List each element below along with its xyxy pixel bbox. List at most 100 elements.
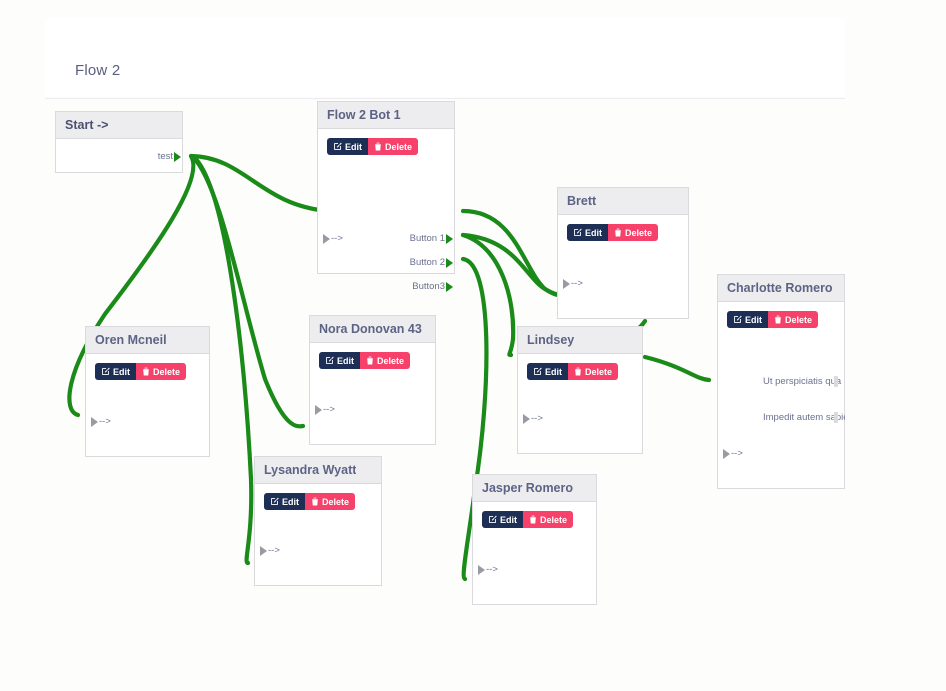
port-in-nora-0[interactable]: --> bbox=[315, 404, 335, 415]
port-out-charlotte-1[interactable]: Impedit autem sapie bbox=[763, 412, 845, 423]
node-body-lysandra: Edit Delete --> bbox=[255, 484, 381, 585]
node-title-flow2bot1: Flow 2 Bot 1 bbox=[327, 108, 401, 122]
edge-8 bbox=[642, 354, 712, 383]
node-actions-flow2bot1: Edit Delete bbox=[327, 138, 419, 155]
delete-button-label: Delete bbox=[153, 366, 181, 377]
delete-button-brett[interactable]: Delete bbox=[608, 224, 659, 241]
port-in-handle-jasper-0[interactable] bbox=[478, 565, 485, 575]
port-in-oren-0[interactable]: --> bbox=[91, 416, 111, 427]
node-title-brett: Brett bbox=[567, 194, 597, 208]
port-out-charlotte-0[interactable]: Ut perspiciatis qua bbox=[763, 376, 842, 387]
port-out-handle-flow2bot1-0[interactable] bbox=[446, 234, 453, 244]
edit-button-label: Edit bbox=[345, 141, 362, 152]
delete-button-label: Delete bbox=[322, 496, 350, 507]
node-header-lindsey: Lindsey bbox=[518, 327, 642, 354]
trash-icon bbox=[775, 315, 781, 324]
edit-button-charlotte[interactable]: Edit bbox=[727, 311, 768, 328]
port-in-handle-oren-0[interactable] bbox=[91, 417, 98, 427]
edit-button-label: Edit bbox=[585, 227, 602, 238]
port-out-handle-start-0[interactable] bbox=[174, 152, 181, 162]
edit-button-brett[interactable]: Edit bbox=[567, 224, 608, 241]
node-header-flow2bot1: Flow 2 Bot 1 bbox=[318, 102, 454, 129]
port-out-start-0[interactable]: test bbox=[158, 151, 181, 162]
port-in-brett-0[interactable]: --> bbox=[563, 278, 583, 289]
port-out-flow2bot1-1[interactable]: Button 2 bbox=[410, 257, 453, 268]
node-header-brett: Brett bbox=[558, 188, 688, 215]
port-out-flow2bot1-0[interactable]: Button 1 bbox=[410, 233, 453, 244]
port-in-lindsey-0[interactable]: --> bbox=[523, 413, 543, 424]
port-in-handle-charlotte-0[interactable] bbox=[723, 449, 730, 459]
edit-button-oren[interactable]: Edit bbox=[95, 363, 136, 380]
edge-4 bbox=[460, 208, 569, 298]
port-out-flow2bot1-2[interactable]: Button3 bbox=[412, 281, 453, 292]
edit-icon bbox=[534, 367, 542, 375]
delete-button-label: Delete bbox=[385, 141, 413, 152]
port-in-handle-nora-0[interactable] bbox=[315, 405, 322, 415]
trash-icon bbox=[375, 142, 381, 151]
edit-icon bbox=[489, 515, 497, 523]
delete-button-oren[interactable]: Delete bbox=[136, 363, 187, 380]
edge-0 bbox=[188, 153, 331, 214]
delete-button-nora[interactable]: Delete bbox=[360, 352, 411, 369]
node-start[interactable]: Start -> test bbox=[55, 111, 183, 173]
node-title-lysandra: Lysandra Wyatt bbox=[264, 463, 357, 477]
edit-button-label: Edit bbox=[545, 366, 562, 377]
delete-button-jasper[interactable]: Delete bbox=[523, 511, 574, 528]
delete-button-lysandra[interactable]: Delete bbox=[305, 493, 356, 510]
port-in-handle-lindsey-0[interactable] bbox=[523, 414, 530, 424]
trash-icon bbox=[615, 228, 621, 237]
edit-icon bbox=[102, 367, 110, 375]
port-out-handle-flow2bot1-1[interactable] bbox=[446, 258, 453, 268]
port-out-handle-flow2bot1-2[interactable] bbox=[446, 282, 453, 292]
node-body-start: test bbox=[56, 139, 182, 172]
delete-button-label: Delete bbox=[540, 514, 568, 525]
node-title-oren: Oren Mcneil bbox=[95, 333, 167, 347]
delete-button-label: Delete bbox=[585, 366, 613, 377]
edit-button-lysandra[interactable]: Edit bbox=[264, 493, 305, 510]
delete-button-label: Delete bbox=[625, 227, 653, 238]
port-out-handle-charlotte-1[interactable] bbox=[834, 412, 838, 423]
edit-button-flow2bot1[interactable]: Edit bbox=[327, 138, 368, 155]
node-title-nora: Nora Donovan 43 bbox=[319, 322, 422, 336]
trash-icon bbox=[367, 356, 373, 365]
edit-button-jasper[interactable]: Edit bbox=[482, 511, 523, 528]
port-in-lysandra-0[interactable]: --> bbox=[260, 545, 280, 556]
port-in-flow2bot1-0[interactable]: --> bbox=[323, 233, 343, 244]
delete-button-lindsey[interactable]: Delete bbox=[568, 363, 619, 380]
edit-button-lindsey[interactable]: Edit bbox=[527, 363, 568, 380]
port-out-handle-charlotte-0[interactable] bbox=[834, 376, 838, 387]
port-in-handle-flow2bot1-0[interactable] bbox=[323, 234, 330, 244]
node-flow2bot1[interactable]: Flow 2 Bot 1 Edit Delete --> Button 1 Button … bbox=[317, 101, 455, 292]
port-in-handle-brett-0[interactable] bbox=[563, 279, 570, 289]
node-actions-jasper: Edit Delete bbox=[482, 511, 574, 528]
port-in-charlotte-0[interactable]: --> bbox=[723, 448, 743, 459]
delete-button-flow2bot1[interactable]: Delete bbox=[368, 138, 419, 155]
node-body-lindsey: Edit Delete --> bbox=[518, 354, 642, 453]
node-title-start: Start -> bbox=[65, 118, 109, 132]
node-actions-oren: Edit Delete bbox=[95, 363, 187, 380]
edge-5 bbox=[460, 232, 569, 298]
node-actions-brett: Edit Delete bbox=[567, 224, 659, 241]
node-actions-lindsey: Edit Delete bbox=[527, 363, 619, 380]
delete-button-charlotte[interactable]: Delete bbox=[768, 311, 819, 328]
edit-button-nora[interactable]: Edit bbox=[319, 352, 360, 369]
node-body-brett: Edit Delete --> bbox=[558, 215, 688, 318]
delete-button-label: Delete bbox=[785, 314, 813, 325]
edit-icon bbox=[574, 228, 582, 236]
edge-9 bbox=[460, 232, 516, 358]
port-in-jasper-0[interactable]: --> bbox=[478, 564, 498, 575]
edit-button-label: Edit bbox=[113, 366, 130, 377]
node-body-flow2bot1: Edit Delete --> Button 1 Button 2 Button3 bbox=[318, 129, 454, 292]
port-in-handle-lysandra-0[interactable] bbox=[260, 546, 267, 556]
node-header-nora: Nora Donovan 43 bbox=[310, 316, 435, 343]
